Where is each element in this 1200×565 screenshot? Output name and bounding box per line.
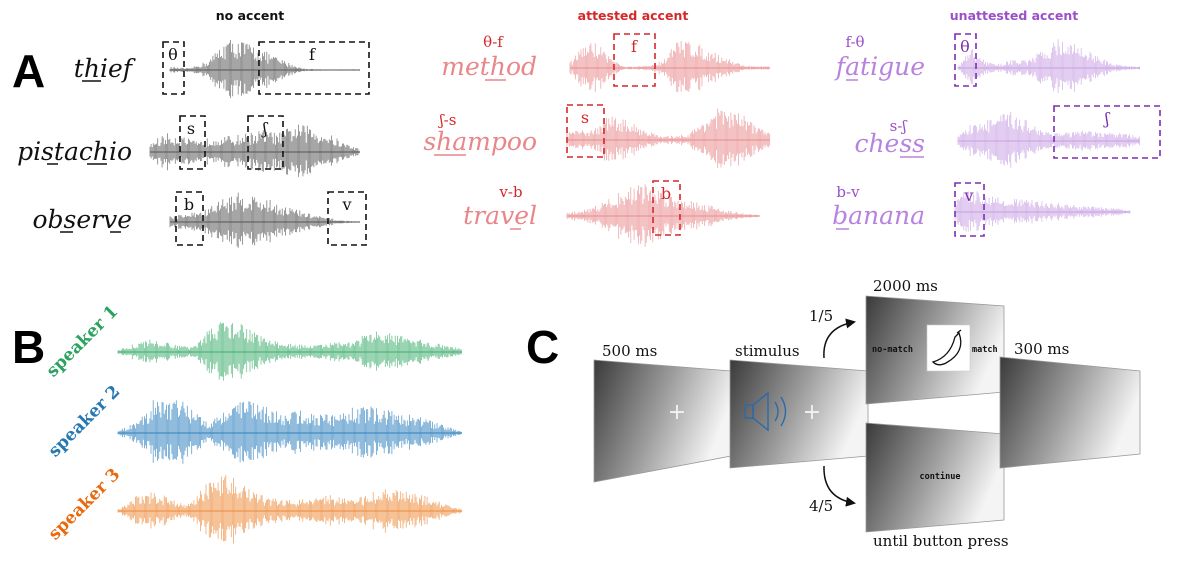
bottom-duration-label: until button press	[873, 532, 1009, 550]
segment-label: f	[309, 45, 316, 64]
word-shampoo: shampoo	[423, 127, 537, 156]
top-probability: 1/5	[809, 307, 833, 325]
final-time-label: 300 ms	[1014, 340, 1069, 358]
no-match-label: no-match	[872, 345, 913, 355]
waveform-speaker-2	[117, 400, 462, 464]
waveform-speaker-3	[117, 475, 462, 544]
top-branch-arrow	[823, 318, 856, 359]
waveform-shampoo	[566, 108, 770, 168]
segment-box	[247, 115, 284, 170]
segment-label: s	[581, 108, 589, 127]
segment-box	[258, 41, 370, 95]
panel-label-a: A	[12, 45, 45, 97]
fixation-cross: +	[668, 400, 686, 425]
waveform-pistachio	[149, 124, 360, 177]
banana-icon	[931, 329, 962, 366]
word-travel: travel	[463, 201, 537, 230]
continue-screen	[865, 422, 1005, 533]
word-pistachio: pistachio	[17, 137, 132, 166]
pair-label: θ-f	[483, 33, 504, 51]
screen2-label: stimulus	[735, 342, 800, 360]
panel-label-b: B	[12, 321, 45, 373]
word-banana: banana	[832, 201, 925, 230]
segment-label: v	[963, 186, 973, 205]
segment-label: θ	[168, 45, 178, 64]
segment-box	[613, 33, 656, 87]
match-label: match	[972, 345, 998, 355]
word-chess: chess	[854, 129, 925, 158]
continue-label: continue	[920, 471, 961, 482]
no-accent-column: thief θ f pistachio s ʃ observe b v	[17, 40, 370, 248]
segment-label: v	[341, 195, 351, 214]
segment-box	[162, 41, 185, 95]
segment-label: ʃ	[1103, 109, 1111, 128]
speaker-1-label: speaker 1	[43, 302, 123, 382]
speaker-2-label: speaker 2	[45, 382, 125, 462]
panel-label-c: C	[526, 321, 559, 373]
segment-box	[652, 180, 681, 236]
waveform-speaker-1	[117, 322, 462, 381]
word-observe: observe	[32, 205, 132, 234]
header-unattested-accent: unattested accent	[950, 8, 1078, 23]
segment-box	[175, 191, 204, 246]
speaker-icon	[744, 391, 787, 432]
pair-label: v-b	[498, 183, 522, 201]
waveform-fatigue	[957, 39, 1140, 93]
waveform-observe	[169, 192, 360, 248]
segment-box	[327, 191, 367, 246]
waveform-banana	[954, 191, 1131, 232]
bottom-branch-arrow	[823, 465, 856, 507]
segment-box	[954, 182, 985, 237]
waveform-thief	[169, 40, 360, 98]
segment-box	[1053, 105, 1161, 159]
pair-label: f-θ	[845, 33, 864, 51]
attested-accent-column: θ-f method f ʃ-s shampoo s v-b travel b	[423, 33, 770, 247]
word-method: method	[441, 52, 537, 81]
waveform-travel	[566, 184, 760, 247]
bottom-probability: 4/5	[809, 497, 833, 515]
segment-label: ʃ	[261, 119, 269, 138]
fixation-cross: +	[803, 400, 821, 425]
header-no-accent: no accent	[216, 8, 284, 23]
pair-label: s-ʃ	[890, 117, 908, 135]
top-time-label: 2000 ms	[873, 277, 938, 295]
blank-screen	[999, 356, 1141, 469]
waveform-chess	[957, 111, 1140, 168]
picture-card	[926, 324, 971, 372]
word-thief: thief	[74, 54, 136, 83]
fixation-screen	[593, 359, 732, 483]
segment-label: f	[631, 37, 638, 56]
waveform-method	[569, 41, 770, 93]
segment-label: θ	[960, 37, 970, 56]
segment-label: b	[661, 184, 671, 203]
word-fatigue: fatigue	[834, 52, 925, 81]
segment-box	[179, 115, 206, 170]
stimulus-screen	[729, 359, 869, 469]
pair-label: b-v	[836, 183, 860, 201]
speaker-3-label: speaker 3	[45, 465, 125, 545]
segment-box	[954, 33, 977, 87]
segment-box	[566, 104, 605, 158]
segment-label: s	[187, 119, 195, 138]
pair-label: ʃ-s	[438, 111, 457, 129]
screen1-time-label: 500 ms	[602, 342, 657, 360]
segment-label: b	[184, 195, 194, 214]
header-attested-accent: attested accent	[578, 8, 689, 23]
unattested-accent-column: f-θ fatigue θ s-ʃ chess ʃ b-v banana v	[832, 33, 1161, 237]
